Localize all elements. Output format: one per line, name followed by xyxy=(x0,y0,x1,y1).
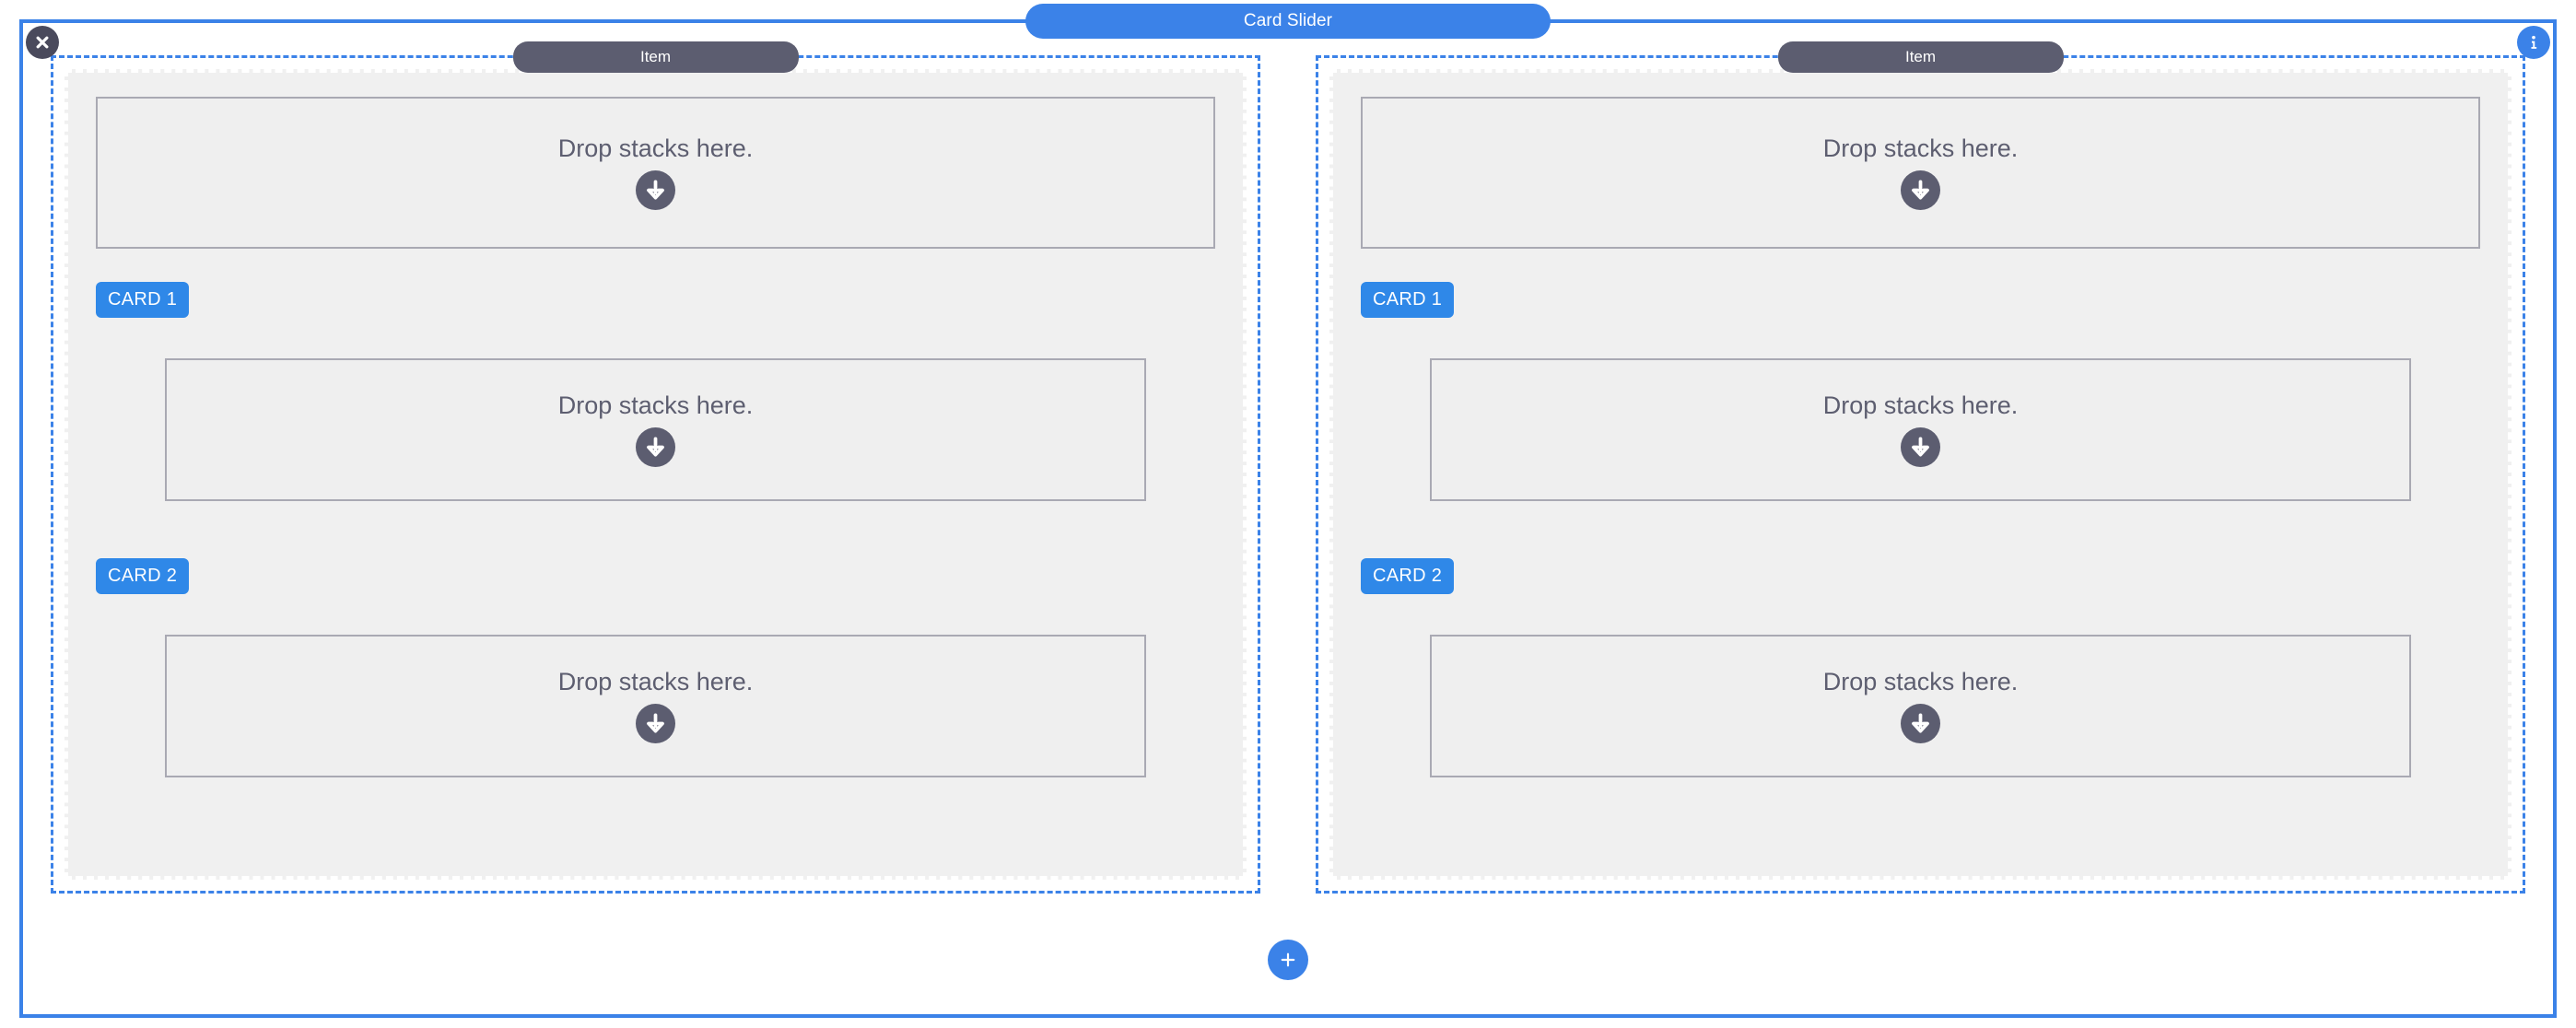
card-block: CARD 1 Drop stacks here. xyxy=(1361,282,2480,501)
card-badge[interactable]: CARD 2 xyxy=(96,558,190,594)
card-badge[interactable]: CARD 1 xyxy=(1361,282,1455,318)
dropzone-card[interactable]: Drop stacks here. xyxy=(165,358,1146,501)
item-panel[interactable]: Item Drop stacks here. CARD 1 xyxy=(51,41,1260,894)
close-icon[interactable] xyxy=(26,26,59,59)
dropzone-item-top[interactable]: Drop stacks here. xyxy=(1361,97,2480,249)
dropzone-card[interactable]: Drop stacks here. xyxy=(1430,635,2411,777)
item-content: Drop stacks here. CARD 1 Drop stacks her… xyxy=(64,69,1247,880)
dropzone-label: Drop stacks here. xyxy=(1822,668,2019,696)
add-row xyxy=(51,940,2525,980)
item-panel[interactable]: Item Drop stacks here. CARD 1 xyxy=(1316,41,2525,894)
info-icon[interactable] xyxy=(2517,26,2550,59)
item-content: Drop stacks here. CARD 1 Drop stacks her… xyxy=(1329,69,2512,880)
card-badge[interactable]: CARD 1 xyxy=(96,282,190,318)
arrow-down-circle-icon xyxy=(1901,703,1940,743)
card-block: CARD 1 Drop stacks here. xyxy=(96,282,1215,501)
dropzone-card[interactable]: Drop stacks here. xyxy=(165,635,1146,777)
card-block: CARD 2 Drop stacks here. xyxy=(1361,514,2480,777)
add-item-button[interactable] xyxy=(1268,940,1308,980)
arrow-down-circle-icon xyxy=(636,169,675,210)
builder-canvas: Item Drop stacks here. CARD 1 xyxy=(23,23,2553,1014)
plus-icon xyxy=(1279,951,1297,969)
item-badge[interactable]: Item xyxy=(1777,41,2064,73)
arrow-down-circle-icon xyxy=(1901,426,1940,467)
dropzone-label: Drop stacks here. xyxy=(1822,134,2019,163)
arrow-down-circle-icon xyxy=(636,426,675,467)
dropzone-label: Drop stacks here. xyxy=(1822,391,2019,420)
dropzone-label: Drop stacks here. xyxy=(557,134,754,163)
dropzone-item-top[interactable]: Drop stacks here. xyxy=(96,97,1215,249)
component-title-pill[interactable]: Card Slider xyxy=(1025,4,1551,39)
card-badge[interactable]: CARD 2 xyxy=(1361,558,1455,594)
arrow-down-circle-icon xyxy=(636,703,675,743)
item-badge[interactable]: Item xyxy=(512,41,799,73)
dropzone-card[interactable]: Drop stacks here. xyxy=(1430,358,2411,501)
dropzone-label: Drop stacks here. xyxy=(557,668,754,696)
arrow-down-circle-icon xyxy=(1901,169,1940,210)
dropzone-label: Drop stacks here. xyxy=(557,391,754,420)
items-row: Item Drop stacks here. CARD 1 xyxy=(51,41,2525,894)
card-block: CARD 2 Drop stacks here. xyxy=(96,514,1215,777)
card-slider-component-frame[interactable]: Card Slider Item Drop stacks here. xyxy=(19,4,2557,1018)
